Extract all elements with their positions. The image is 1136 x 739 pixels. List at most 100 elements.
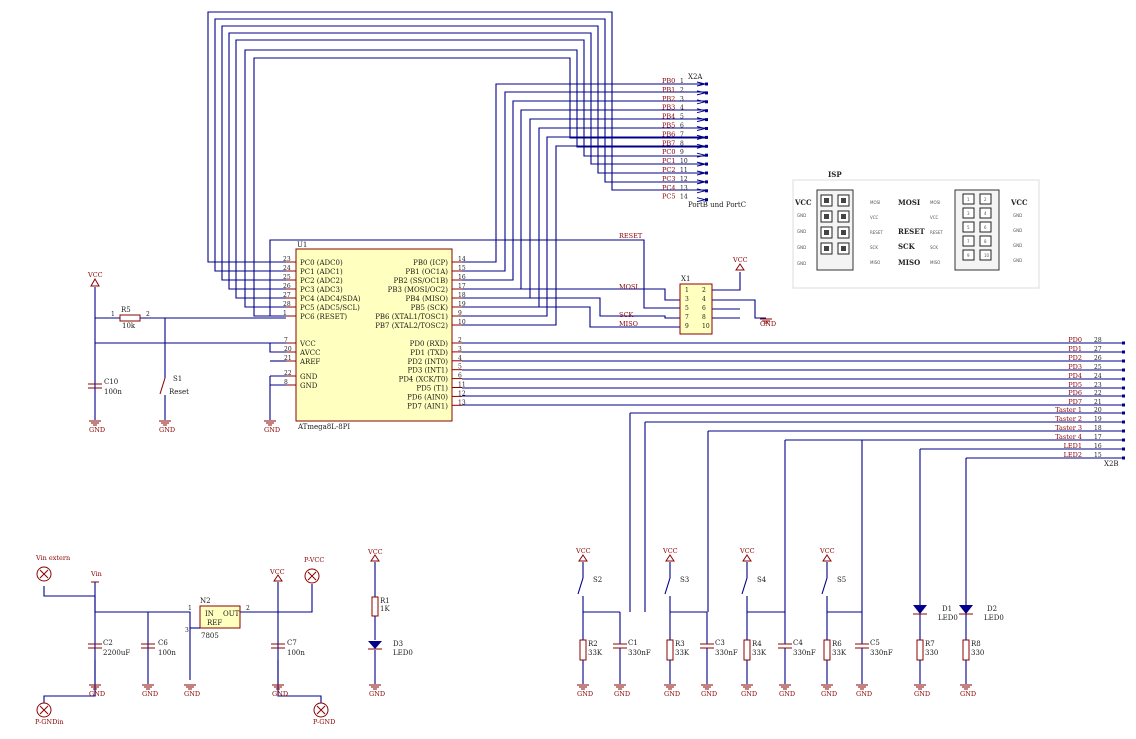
svg-text:D1: D1 bbox=[942, 605, 952, 613]
u1-pin-name: PB6 (XTAL1/TOSC1) bbox=[375, 313, 448, 321]
button-circuits: VCCS2R233KC1330nFVCCS3R333KC3330nFVCCS4R… bbox=[575, 547, 893, 684]
pvcc-label: P-VCC bbox=[304, 556, 324, 564]
x1-pin-number: 9 bbox=[685, 323, 689, 330]
gnd-symbol: GND bbox=[614, 684, 630, 698]
x2b-pin-label: Taster 1 bbox=[1055, 406, 1082, 414]
isp-small-label: GND bbox=[1013, 228, 1022, 233]
s1-ref: S1 bbox=[173, 375, 182, 383]
x2b-pin-label: PD7 bbox=[1068, 398, 1082, 406]
x2b-pin-label: PD5 bbox=[1068, 381, 1082, 389]
u1-pin-name: PD5 (T1) bbox=[416, 385, 448, 393]
x1-pin-number: 7 bbox=[685, 314, 689, 321]
gnd-symbol: GND bbox=[89, 684, 105, 698]
x2b-pin-number: 26 bbox=[1094, 355, 1102, 362]
gnd-label: GND bbox=[779, 690, 795, 698]
u1-pin-number: 20 bbox=[284, 346, 292, 353]
gnd-label: GND bbox=[89, 426, 105, 434]
u1-pin-number: 15 bbox=[458, 265, 466, 272]
u1-pin-number: 4 bbox=[458, 355, 462, 362]
x1-pin-number: 6 bbox=[702, 305, 706, 312]
u1-pin-number: 21 bbox=[284, 355, 292, 362]
power-supply: Vin extern Vin C2 2200uF C6 100n N2 IN O… bbox=[35, 548, 413, 726]
svg-text:100n: 100n bbox=[158, 649, 176, 657]
gnd-symbol: GND bbox=[914, 684, 930, 698]
switch-ref: S2 bbox=[593, 576, 602, 584]
u1-pin-name: PC3 (ADC3) bbox=[300, 286, 343, 294]
x2a-pin-number: 2 bbox=[680, 87, 684, 94]
isp-small-label: GND bbox=[1013, 258, 1022, 263]
x2b-pin-number: 22 bbox=[1094, 390, 1102, 397]
x2a-pin-label: PC5 bbox=[662, 193, 675, 201]
gnd-label: GND bbox=[142, 690, 158, 698]
c10-value: 100n bbox=[104, 388, 122, 396]
svg-text:REF: REF bbox=[207, 619, 222, 627]
u1-pin-name: AVCC bbox=[299, 349, 320, 357]
capacitor-ref: C1 bbox=[628, 639, 638, 647]
x2b-pin-number: 28 bbox=[1094, 337, 1102, 344]
isp-small-label: SCK bbox=[870, 245, 878, 250]
x2a-pin-label: PB2 bbox=[662, 95, 675, 103]
u1-pin-number: 5 bbox=[458, 364, 462, 371]
u1-pin-number: 26 bbox=[283, 283, 291, 290]
gnd-symbol: GND bbox=[741, 684, 757, 698]
isp-small-label: MISO bbox=[870, 260, 880, 265]
svg-text:LED0: LED0 bbox=[984, 614, 1004, 622]
pgndin-label: P-GNDin bbox=[35, 718, 64, 726]
u1-pin-number: 10 bbox=[458, 319, 466, 326]
svg-text:2200uF: 2200uF bbox=[103, 649, 130, 657]
x2b-pin-label: Taster 4 bbox=[1055, 433, 1082, 441]
u1-pin-name: GND bbox=[300, 373, 318, 381]
switch-ref: S4 bbox=[757, 576, 767, 584]
x2a-pin-label: PC1 bbox=[662, 157, 675, 165]
capacitor-value: 330nF bbox=[628, 649, 651, 657]
vcc-label-left: VCC bbox=[87, 271, 103, 279]
svg-text:D2: D2 bbox=[987, 605, 997, 613]
svg-text:VCC: VCC bbox=[1010, 198, 1028, 207]
u1-pin-number: 13 bbox=[458, 399, 466, 406]
switch-ref: S5 bbox=[837, 576, 846, 584]
u1-pin-number: 27 bbox=[283, 292, 291, 299]
svg-text:LED0: LED0 bbox=[938, 614, 958, 622]
u1-pin-number: 3 bbox=[458, 346, 462, 353]
net-sck: SCK bbox=[619, 311, 633, 319]
svg-text:R7: R7 bbox=[925, 640, 935, 648]
isp-small-label: GND bbox=[797, 229, 806, 234]
gnd-label: GND bbox=[577, 690, 593, 698]
u1-pin-number: 22 bbox=[284, 370, 292, 377]
svg-text:RESET: RESET bbox=[898, 227, 926, 236]
u1-pin-number: 9 bbox=[458, 310, 462, 317]
x2b-pin-label: LED2 bbox=[1064, 451, 1082, 459]
u1-pin-name: PB3 (MOSI/OC2) bbox=[388, 286, 449, 294]
isp-pin-number: 8 bbox=[984, 239, 987, 244]
net-mosi: MOSI bbox=[619, 283, 638, 291]
gnd-label: GND bbox=[664, 690, 680, 698]
gnd-symbol: GND bbox=[89, 420, 105, 434]
svg-text:VCC: VCC bbox=[794, 198, 812, 207]
x1-pin-number: 10 bbox=[702, 323, 710, 330]
u1-pin-number: 25 bbox=[283, 274, 291, 281]
vcc-label: VCC bbox=[575, 547, 591, 555]
x2a-pin-label: PB4 bbox=[662, 113, 675, 121]
x2a-pin-number: 8 bbox=[680, 140, 684, 147]
gnd-label: GND bbox=[856, 690, 872, 698]
isp-pin-number: 10 bbox=[984, 253, 990, 258]
gnd-label: GND bbox=[264, 426, 280, 434]
isp-small-label: RESET bbox=[870, 230, 883, 235]
r5-value: 10k bbox=[122, 322, 136, 330]
svg-text:VCC: VCC bbox=[269, 568, 285, 576]
x1-pin-number: 2 bbox=[702, 287, 706, 294]
x1-pin-number: 5 bbox=[685, 305, 689, 312]
x1-pin-number: 3 bbox=[685, 296, 689, 303]
u1-pin-name: PD6 (AIN0) bbox=[407, 393, 448, 401]
x2b-pin-label: PD6 bbox=[1068, 389, 1082, 397]
x2b-pin-number: 23 bbox=[1094, 382, 1102, 389]
svg-text:SCK: SCK bbox=[898, 242, 916, 251]
x2b-pin-label: Taster 2 bbox=[1055, 415, 1082, 423]
gnd-label: GND bbox=[914, 690, 930, 698]
gnd-symbol: GND bbox=[369, 684, 385, 698]
